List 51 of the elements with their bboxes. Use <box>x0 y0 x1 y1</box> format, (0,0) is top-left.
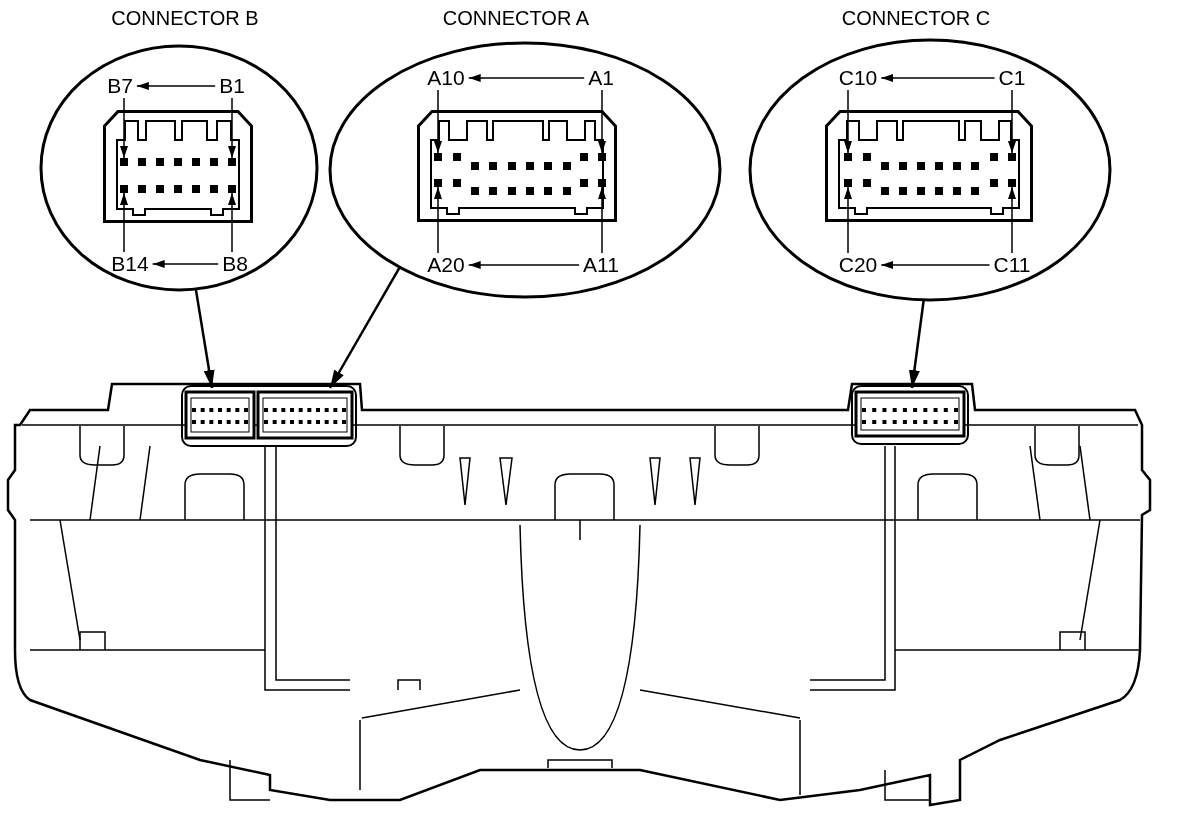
pin-label: C1 <box>998 67 1026 89</box>
numbering-arrow <box>151 260 219 268</box>
numbering-arrow <box>136 82 216 90</box>
pin-square <box>228 185 236 193</box>
pin-label: B8 <box>222 253 248 275</box>
leader-arrow <box>228 192 236 253</box>
leader-arrow <box>598 89 606 154</box>
pin-label: A20 <box>427 254 465 276</box>
leader-arrow <box>120 192 128 253</box>
pin-square <box>844 153 852 161</box>
pin-square <box>434 153 442 161</box>
connector-title: CONNECTOR B <box>111 7 259 29</box>
numbering-arrow <box>880 74 996 82</box>
connector-face-drawing <box>103 110 253 223</box>
pointer-arrow <box>908 299 925 389</box>
connector-face-drawing <box>825 110 1033 222</box>
pin-label: A10 <box>427 67 465 89</box>
pin-square <box>598 179 606 187</box>
pin-label: C20 <box>838 254 878 276</box>
leader-arrow <box>844 89 852 154</box>
pin-label: A1 <box>588 67 614 89</box>
numbering-arrow <box>467 261 580 269</box>
pin-square <box>120 158 128 166</box>
pin-square <box>844 179 852 187</box>
leader-arrow <box>1008 89 1016 154</box>
pointer-arrow <box>328 266 401 389</box>
connector-title: CONNECTOR C <box>841 7 991 29</box>
leader-arrow <box>598 186 606 254</box>
connector-title: CONNECTOR A <box>442 7 590 29</box>
leader-arrow <box>434 186 442 254</box>
leader-arrow <box>228 97 236 159</box>
pin-square <box>1008 153 1016 161</box>
pin-square <box>120 185 128 193</box>
pin-label: B7 <box>107 75 133 97</box>
pin-label: B14 <box>111 253 149 275</box>
pin-square <box>598 153 606 161</box>
pin-label: C10 <box>838 67 878 89</box>
leader-arrow <box>844 186 852 254</box>
leader-arrow <box>434 89 442 154</box>
pointer-arrow <box>194 288 215 389</box>
leader-arrow <box>1008 186 1016 254</box>
pin-label: C11 <box>993 254 1031 276</box>
numbering-arrow <box>880 261 991 269</box>
leader-arrow <box>120 97 128 159</box>
pin-square <box>434 179 442 187</box>
pin-label: A11 <box>583 254 619 276</box>
connector-face-drawing <box>417 110 617 222</box>
pin-square <box>1008 179 1016 187</box>
pin-square <box>228 158 236 166</box>
pin-label: B1 <box>219 75 245 97</box>
numbering-arrow <box>467 74 585 82</box>
